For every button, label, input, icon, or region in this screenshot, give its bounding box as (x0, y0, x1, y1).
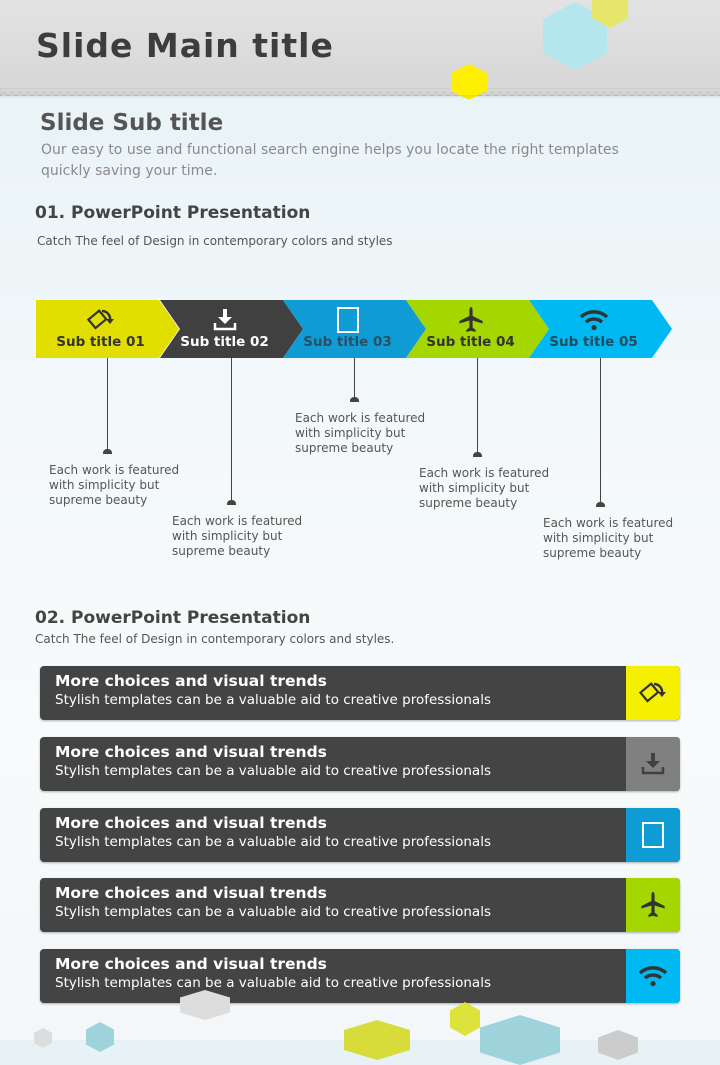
tablet-icon (336, 306, 360, 334)
step-chevron-2: Sub title 02 (160, 300, 303, 358)
zigzag-edge (0, 88, 720, 97)
decor-hexagon (34, 1028, 52, 1048)
connector-pin (473, 452, 482, 457)
step-chevron-3: Sub title 03 (283, 300, 426, 358)
row-text: Stylish templates can be a valuable aid … (55, 834, 491, 850)
row-text: Stylish templates can be a valuable aid … (55, 763, 491, 779)
step-label: Sub title 02 (180, 334, 269, 350)
section1-heading: 01. PowerPoint Presentation (35, 203, 311, 223)
connector-pin (350, 397, 359, 402)
tablet-icon (626, 808, 680, 862)
step-note: Each work is featured with simplicity bu… (295, 411, 426, 455)
connector-line (231, 358, 232, 503)
connector-line (600, 358, 601, 505)
row-title: More choices and visual trends (55, 884, 327, 902)
shadow (0, 95, 720, 99)
connector-pin (596, 502, 605, 507)
decor-hexagon (344, 1020, 410, 1060)
step-note: Each work is featured with simplicity bu… (419, 466, 550, 510)
row-title: More choices and visual trends (55, 743, 327, 761)
decor-hexagon (86, 1022, 114, 1052)
download-icon (626, 737, 680, 791)
row-text: Stylish templates can be a valuable aid … (55, 692, 491, 708)
airplane-icon (458, 306, 484, 334)
row-text: Stylish templates can be a valuable aid … (55, 975, 491, 991)
step-note: Each work is featured with simplicity bu… (49, 463, 180, 507)
page-title: Slide Main title (36, 26, 334, 65)
airplane-icon (626, 878, 680, 932)
rotate-device-icon (86, 306, 116, 334)
decor-hexagon (480, 1015, 560, 1065)
section2-heading: 02. PowerPoint Presentation (35, 608, 311, 628)
section1-caption: Catch The feel of Design in contemporary… (37, 234, 393, 248)
row-title: More choices and visual trends (55, 955, 327, 973)
connector-line (107, 358, 108, 452)
step-chevron-5: Sub title 05 (529, 300, 672, 358)
slide-description: Our easy to use and functional search en… (41, 142, 619, 179)
step-label: Sub title 05 (549, 334, 638, 350)
step-chevron-4: Sub title 04 (406, 300, 549, 358)
connector-pin (227, 500, 236, 505)
slide-subtitle: Slide Sub title (40, 110, 224, 136)
step-note: Each work is featured with simplicity bu… (172, 514, 303, 558)
connector-line (354, 358, 355, 400)
connector-pin (103, 449, 112, 454)
download-icon (212, 306, 238, 334)
decor-hexagon (450, 1002, 480, 1036)
row-text: Stylish templates can be a valuable aid … (55, 904, 491, 920)
step-label: Sub title 03 (303, 334, 392, 350)
section2-caption: Catch The feel of Design in contemporary… (35, 632, 395, 646)
step-note: Each work is featured with simplicity bu… (543, 516, 674, 560)
connector-line (477, 358, 478, 455)
row-title: More choices and visual trends (55, 814, 327, 832)
wifi-icon (626, 949, 680, 1003)
rotate-device-icon (626, 666, 680, 720)
step-label: Sub title 01 (56, 334, 145, 350)
wifi-icon (579, 306, 609, 334)
step-label: Sub title 04 (426, 334, 515, 350)
row-title: More choices and visual trends (55, 672, 327, 690)
step-chevron-1: Sub title 01 (36, 300, 179, 358)
decor-hexagon (451, 64, 487, 100)
decor-hexagon (598, 1030, 638, 1060)
